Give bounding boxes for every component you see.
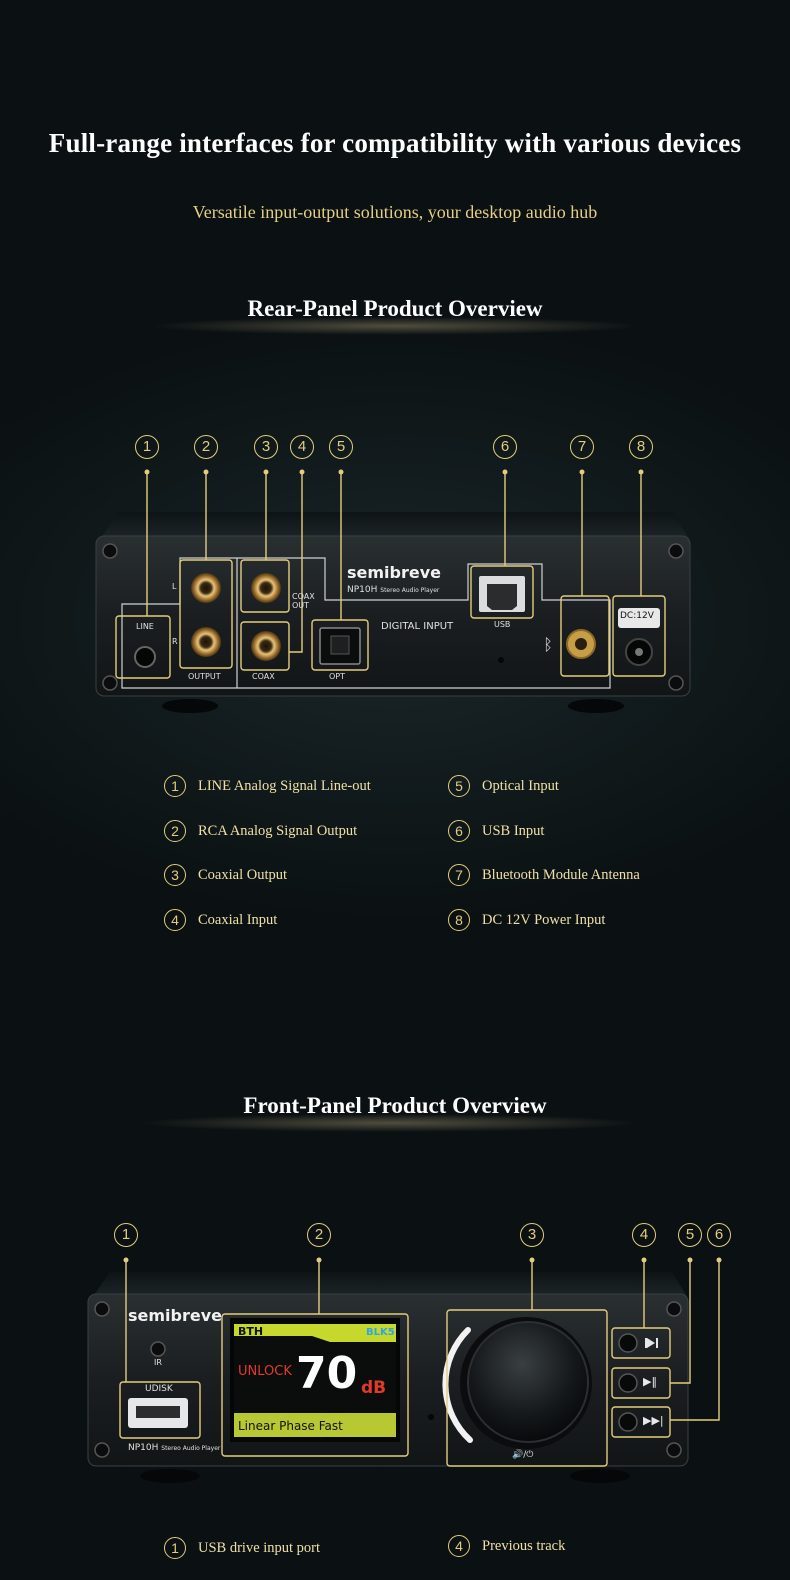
rear-legend-text: DC 12V Power Input — [482, 911, 606, 928]
rear-legend-item-5: 5 Optical Input — [448, 773, 559, 799]
rear-label-line: LINE — [136, 622, 154, 631]
screen-codec: BLK5 — [366, 1327, 395, 1338]
rear-label-dc: DC:12V — [620, 611, 654, 621]
knob-label: 🔊/⏻ — [512, 1450, 534, 1460]
rear-label-usb: USB — [494, 620, 511, 629]
front-section-title: Front-Panel Product Overview — [243, 1093, 547, 1118]
svg-text:ᛒ: ᛒ — [543, 635, 553, 654]
page-subtitle: Versatile input-output solutions, your d… — [192, 202, 598, 222]
front-legend-num: 4 — [448, 1535, 470, 1557]
front-legend-item-1: 1 USB drive input port — [164, 1535, 320, 1561]
front-title-glow — [140, 1114, 640, 1132]
rear-legend-text: LINE Analog Signal Line-out — [198, 777, 371, 794]
rear-label-coax-out-1: COAX — [292, 592, 315, 601]
front-callout-1: 1 — [114, 1223, 138, 1247]
rear-legend-text: Optical Input — [482, 777, 559, 794]
rear-callout-1: 1 — [135, 435, 159, 459]
rear-legend-item-1: 1 LINE Analog Signal Line-out — [164, 773, 371, 799]
rear-model-name: NP10H — [347, 585, 378, 595]
front-legend-item-4: 4 Previous track — [448, 1533, 565, 1559]
rear-callout-6: 6 — [493, 435, 517, 459]
rear-model: NP10H Stereo Audio Player — [347, 585, 439, 595]
rear-label-left: L — [172, 582, 177, 591]
rear-callout-8: 8 — [629, 435, 653, 459]
rear-legend-num: 4 — [164, 909, 186, 931]
screen-volume: 70 — [296, 1348, 358, 1399]
screen-source: BTH — [238, 1325, 264, 1338]
rear-label-digital-input: DIGITAL INPUT — [381, 621, 454, 632]
front-callout-5: 5 — [678, 1223, 702, 1247]
page-title: Full-range interfaces for compatibility … — [48, 128, 742, 158]
front-callout-6: 6 — [707, 1223, 731, 1247]
rear-callout-2: 2 — [194, 435, 218, 459]
rear-legend-num: 7 — [448, 864, 470, 886]
rear-legend-item-6: 6 USB Input — [448, 818, 544, 844]
next-track-icon: ▶▶| — [643, 1414, 664, 1427]
front-model: NP10H Stereo Audio Player — [128, 1443, 220, 1453]
rear-label-coax-out-2: OUT — [292, 601, 310, 610]
front-legend-num: 1 — [164, 1537, 186, 1559]
rear-legend-num: 1 — [164, 775, 186, 797]
front-model-sub: Stereo Audio Player — [161, 1445, 221, 1452]
rear-legend-text: Bluetooth Module Antenna — [482, 866, 640, 883]
rear-legend-num: 3 — [164, 864, 186, 886]
rear-legend-item-8: 8 DC 12V Power Input — [448, 907, 605, 933]
rear-legend-item-4: 4 Coaxial Input — [164, 907, 277, 933]
rear-brand-logo: semibreve — [347, 563, 442, 582]
play-pause-icon: ▶‖ — [643, 1375, 657, 1388]
front-label-udisk: UDISK — [145, 1384, 173, 1394]
rear-section-title: Rear-Panel Product Overview — [247, 296, 543, 321]
screen-unit: dB — [361, 1378, 387, 1398]
rear-legend-text: RCA Analog Signal Output — [198, 822, 358, 839]
rear-title-glow — [150, 317, 640, 335]
screen-filter: Linear Phase Fast — [238, 1419, 343, 1433]
rear-label-right: R — [172, 637, 178, 646]
rear-legend-item-3: 3 Coaxial Output — [164, 862, 287, 888]
front-callout-2: 2 — [307, 1223, 331, 1247]
rear-label-opt: OPT — [329, 672, 346, 681]
front-label-ir: IR — [154, 1358, 162, 1367]
front-callout-4: 4 — [632, 1223, 656, 1247]
rear-legend-text: Coaxial Output — [198, 866, 288, 883]
front-legend-text: Previous track — [482, 1537, 566, 1554]
rear-legend-text: Coaxial Input — [198, 911, 278, 928]
rear-legend-item-2: 2 RCA Analog Signal Output — [164, 818, 357, 844]
rear-legend-num: 8 — [448, 909, 470, 931]
screen-status: UNLOCK — [238, 1364, 292, 1379]
rear-model-sub: Stereo Audio Player — [380, 587, 440, 594]
rear-label-output: OUTPUT — [188, 672, 221, 681]
rear-legend-text: USB Input — [482, 822, 545, 839]
rear-callout-5: 5 — [329, 435, 353, 459]
rear-legend-num: 2 — [164, 820, 186, 842]
rear-label-coax: COAX — [252, 672, 275, 681]
front-legend-text: USB drive input port — [198, 1539, 321, 1556]
rear-chassis — [95, 512, 691, 713]
front-callout-3: 3 — [520, 1223, 544, 1247]
rear-callout-3: 3 — [254, 435, 278, 459]
rear-callout-4: 4 — [290, 435, 314, 459]
rear-legend-num: 5 — [448, 775, 470, 797]
rear-legend-num: 6 — [448, 820, 470, 842]
front-brand-logo: semibreve — [128, 1306, 223, 1325]
front-model-name: NP10H — [128, 1443, 159, 1453]
rear-callout-7: 7 — [570, 435, 594, 459]
rear-legend-item-7: 7 Bluetooth Module Antenna — [448, 862, 640, 888]
